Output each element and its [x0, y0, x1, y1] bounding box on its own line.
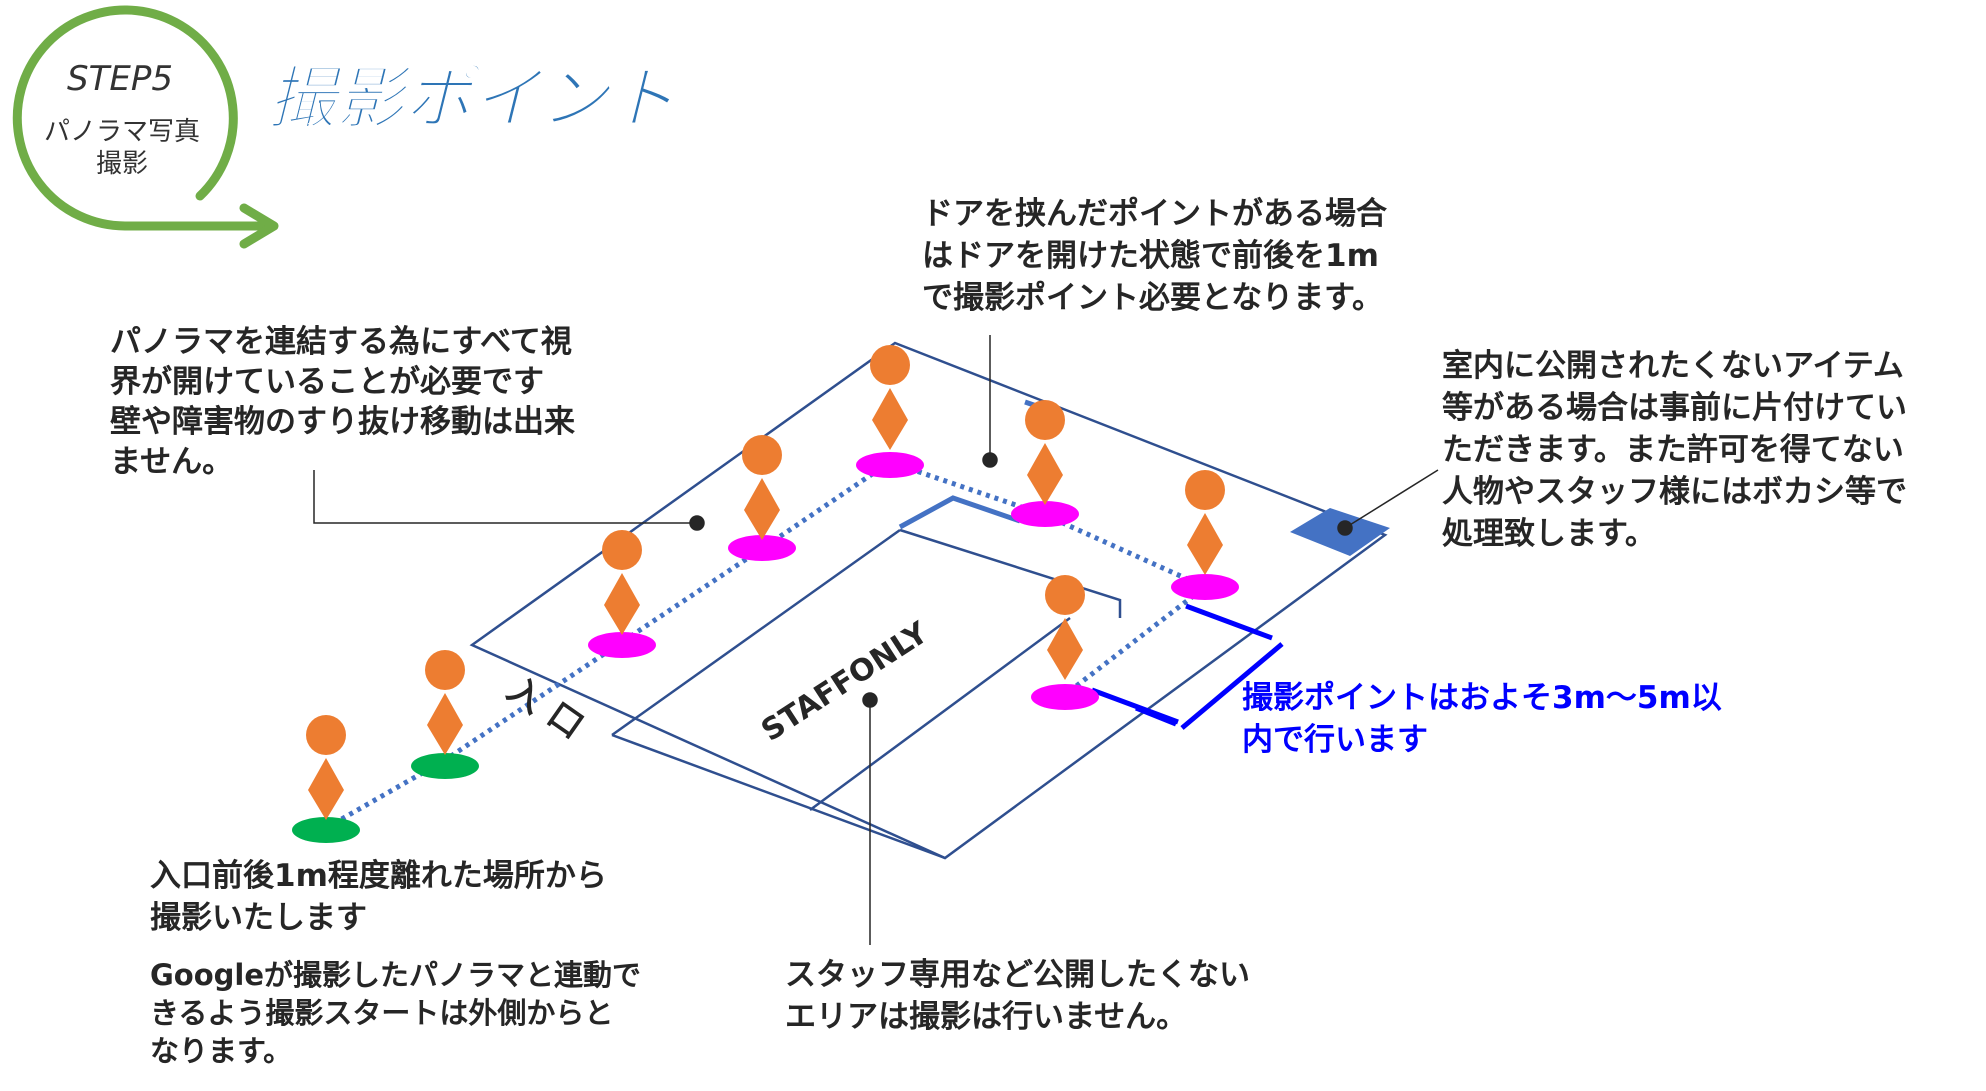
annotation-text: Googleが撮影したパノラマと連動で	[150, 958, 641, 992]
point-6	[1011, 501, 1079, 527]
step-label: STEP5	[67, 59, 173, 99]
annotation-text: 壁や障害物のすり抜け移動は出来	[110, 404, 575, 440]
annotation-entrance-start: 入口前後1m程度離れた場所から 撮影いたします	[150, 858, 607, 936]
person-icon	[425, 650, 465, 755]
point-8	[1031, 684, 1099, 710]
point-4	[728, 535, 796, 561]
annotation-text: 界が開けていることが必要です	[110, 364, 544, 400]
annotation-text: 等がある場合は事前に片付けてい	[1442, 390, 1907, 426]
leader-panorama	[313, 470, 697, 524]
step-arrow-head-icon	[239, 203, 279, 249]
shooting-points	[292, 452, 1239, 843]
leader-lines	[313, 335, 1439, 945]
step-circle-arrow	[12, 5, 273, 231]
step-sub-line2: 撮影	[96, 149, 148, 179]
person-icon	[1045, 575, 1085, 680]
leader-privacy	[1344, 469, 1439, 529]
annotation-google: Googleが撮影したパノラマと連動で きるよう撮影スタートは外側からと なりま…	[150, 958, 641, 1068]
spacing-tick-1	[1180, 642, 1284, 730]
annotation-text: ただきます。また許可を得てない	[1442, 432, 1904, 468]
point-start-1	[292, 817, 360, 843]
spacing-line-2	[1185, 603, 1273, 641]
annotation-text: エリアは撮影は行いません。	[785, 999, 1187, 1035]
point-7	[1171, 574, 1239, 600]
annotation-text: 室内に公開されたくないアイテム	[1442, 348, 1904, 384]
person-icon	[742, 435, 782, 540]
shooting-path	[324, 459, 1210, 831]
door-icon	[898, 495, 1021, 530]
point-3	[588, 632, 656, 658]
staff-area-outline	[899, 528, 1122, 618]
annotation-text: スタッフ専用など公開したくない	[785, 957, 1250, 993]
annotation-text: はドアを開けた状態で前後を1m	[922, 238, 1379, 274]
point-5	[856, 452, 924, 478]
annotation-text: 撮影いたします	[150, 900, 367, 936]
annotation-text: で撮影ポイント必要となります。	[922, 280, 1383, 316]
annotation-text: きるよう撮影スタートは外側からと	[150, 996, 613, 1030]
person-icon	[1025, 400, 1065, 505]
step-sub-line1: パノラマ写真	[44, 117, 200, 147]
annotation-privacy: 室内に公開されたくないアイテム 等がある場合は事前に片付けてい ただきます。また…	[1442, 348, 1907, 552]
point-start-2	[411, 753, 479, 779]
annotation-panorama: パノラマを連結する為にすべて視 界が開けていることが必要です 壁や障害物のすり抜…	[110, 324, 575, 480]
spacing-tick-2	[1135, 705, 1177, 727]
path-main	[324, 459, 1210, 831]
annotation-text: 内で行います	[1242, 722, 1428, 758]
page-title: 撮影ポイント	[268, 59, 676, 139]
staff-area-inner-right	[611, 733, 946, 860]
annotation-spacing: 撮影ポイントはおよそ3m～5m以 内で行います	[1242, 680, 1722, 758]
staff-area-divider	[809, 616, 1071, 812]
annotation-text: なります。	[150, 1034, 292, 1068]
annotation-text: 入口前後1m程度離れた場所から	[150, 858, 607, 894]
annotation-door: ドアを挟んだポイントがある場合 はドアを開けた状態で前後を1m で撮影ポイント必…	[922, 196, 1387, 316]
annotation-text: ドアを挟んだポイントがある場合	[922, 196, 1387, 232]
annotation-text: 撮影ポイントはおよそ3m～5m以	[1242, 680, 1722, 716]
person-icon	[870, 345, 910, 450]
annotation-staff-area: スタッフ専用など公開したくない エリアは撮影は行いません。	[785, 957, 1250, 1035]
staff-only-label: STAFFONLY	[755, 615, 935, 749]
person-icon	[306, 715, 346, 820]
spacing-bracket	[1091, 603, 1284, 730]
step-badge: STEP5 パノラマ写真 撮影	[12, 5, 279, 249]
person-icon	[602, 530, 642, 635]
person-icon	[1185, 470, 1225, 575]
staff-area-inner-left	[611, 528, 901, 737]
annotation-text: 処理致します。	[1442, 516, 1656, 552]
annotation-text: ません。	[110, 444, 233, 480]
annotation-text: 人物やスタッフ様にはボカシ等で	[1442, 474, 1907, 510]
annotation-text: パノラマを連結する為にすべて視	[110, 324, 572, 360]
entrance-label-2: 口	[540, 695, 591, 747]
people	[306, 345, 1225, 820]
